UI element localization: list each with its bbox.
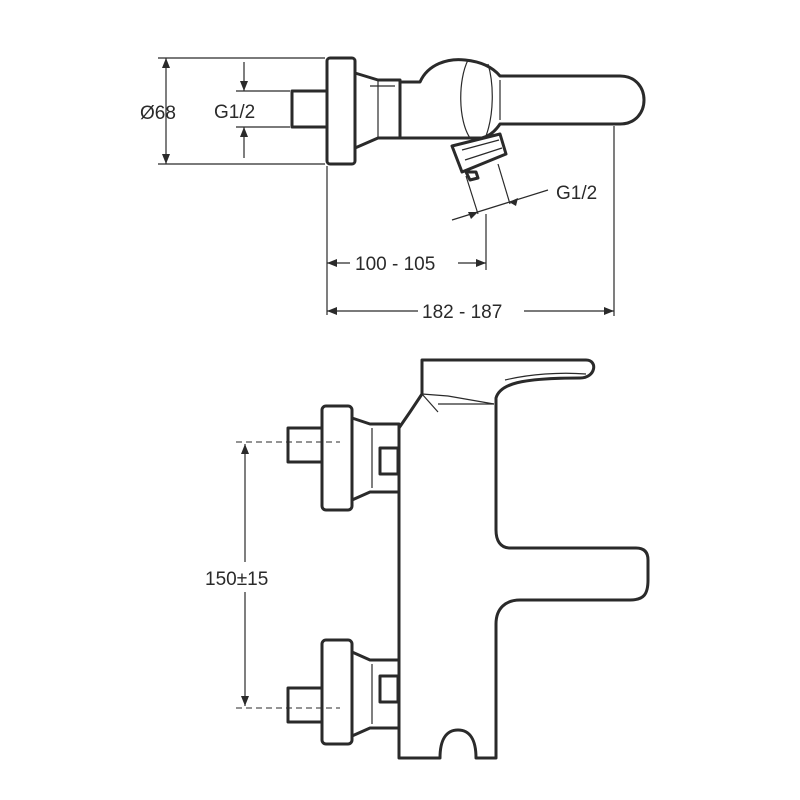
inlet-stub-top <box>290 89 329 129</box>
eccentric-lower <box>350 650 401 738</box>
overall-depth-label: 182 - 187 <box>422 302 502 323</box>
wall-flange-top <box>325 56 357 166</box>
top-view: Ø68 G1/2 G1/2 100 - 105 182 - 187 <box>140 56 646 323</box>
wall-flange-upper <box>320 404 354 512</box>
diameter-label: Ø68 <box>140 103 176 124</box>
eccentric-upper <box>350 416 401 502</box>
center-distance-label: 150±15 <box>205 569 268 590</box>
front-view: 150±15 <box>205 358 650 760</box>
outlet-thread-label: G1/2 <box>556 183 597 204</box>
wall-flange-lower <box>320 638 354 746</box>
eccentric-connector-top <box>353 71 402 150</box>
inlet-stub-lower <box>286 686 324 724</box>
outlet-fitting-top <box>450 132 508 174</box>
inlet-stub-upper <box>286 426 324 464</box>
inlet-thread-label: G1/2 <box>214 102 255 123</box>
mixer-body-front <box>397 358 650 760</box>
outlet-distance-label: 100 - 105 <box>355 254 435 275</box>
mixer-body-top <box>398 58 646 140</box>
